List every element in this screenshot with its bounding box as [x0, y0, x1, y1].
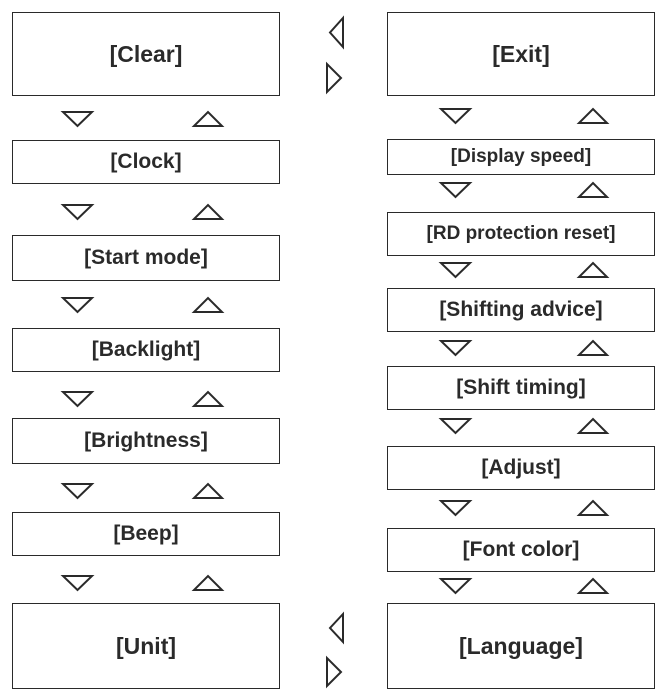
menu-item-clear[interactable]: [Clear]	[12, 12, 280, 96]
menu-item-beep[interactable]: [Beep]	[12, 512, 280, 556]
menu-item-start-mode[interactable]: [Start mode]	[12, 235, 280, 281]
down-triangle-icon	[60, 483, 95, 500]
down-triangle-icon	[438, 500, 473, 517]
menu-item-unit[interactable]: [Unit]	[12, 603, 280, 689]
down-triangle-icon	[60, 391, 95, 408]
up-triangle-icon	[576, 499, 610, 516]
menu-item-font-color[interactable]: [Font color]	[387, 528, 655, 572]
up-triangle-icon	[191, 110, 225, 127]
up-triangle-icon	[191, 574, 225, 591]
right-triangle-icon	[326, 655, 343, 689]
up-triangle-icon	[191, 296, 225, 313]
right-triangle-icon	[326, 61, 343, 95]
menu-item-exit[interactable]: [Exit]	[387, 12, 655, 96]
up-triangle-icon	[576, 577, 610, 594]
menu-item-clock[interactable]: [Clock]	[12, 140, 280, 184]
left-triangle-icon	[328, 15, 344, 50]
up-triangle-icon	[576, 181, 610, 198]
menu-item-backlight[interactable]: [Backlight]	[12, 328, 280, 372]
down-triangle-icon	[438, 262, 473, 279]
up-triangle-icon	[191, 482, 225, 499]
menu-item-brightness[interactable]: [Brightness]	[12, 418, 280, 464]
left-triangle-icon	[328, 611, 344, 645]
menu-item-shifting-advice[interactable]: [Shifting advice]	[387, 288, 655, 332]
up-triangle-icon	[576, 261, 610, 278]
down-triangle-icon	[438, 108, 473, 125]
down-triangle-icon	[60, 575, 95, 592]
up-triangle-icon	[576, 107, 610, 124]
down-triangle-icon	[438, 578, 473, 595]
up-triangle-icon	[191, 390, 225, 407]
down-triangle-icon	[438, 418, 473, 435]
up-triangle-icon	[191, 203, 225, 220]
menu-item-rd-protection-reset[interactable]: [RD protection reset]	[387, 212, 655, 256]
down-triangle-icon	[60, 204, 95, 221]
menu-item-language[interactable]: [Language]	[387, 603, 655, 689]
menu-item-display-speed[interactable]: [Display speed]	[387, 139, 655, 175]
up-triangle-icon	[576, 417, 610, 434]
down-triangle-icon	[60, 111, 95, 128]
up-triangle-icon	[576, 339, 610, 356]
menu-item-shift-timing[interactable]: [Shift timing]	[387, 366, 655, 410]
down-triangle-icon	[438, 182, 473, 199]
down-triangle-icon	[438, 340, 473, 357]
menu-item-adjust[interactable]: [Adjust]	[387, 446, 655, 490]
down-triangle-icon	[60, 297, 95, 314]
